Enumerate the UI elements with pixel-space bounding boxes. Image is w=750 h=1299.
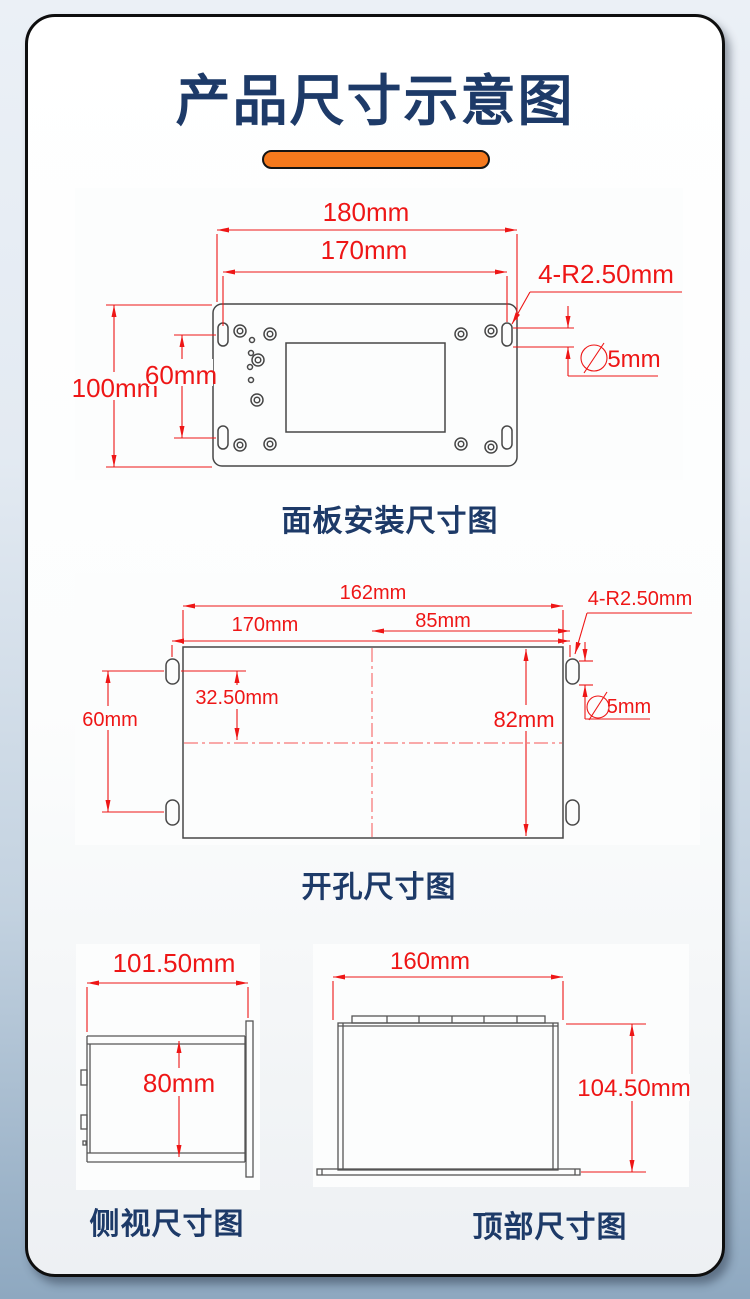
- cutout-corner-leader: [574, 612, 588, 655]
- panel-corner-leader: [511, 291, 531, 325]
- diameter-symbol: [586, 695, 610, 719]
- top-bottom-flange: [316, 1168, 581, 1176]
- cutout-slot-offset-dim: 32.50mm: [195, 687, 278, 709]
- panel-corner-radius-dim: 4-R2.50mm: [538, 259, 674, 289]
- panel-screw-holes: [233, 324, 498, 454]
- cutout-width-half-dim: 85mm: [415, 610, 471, 632]
- cutout-width-slots-dim: 170mm: [232, 614, 299, 636]
- top-drawing-patch: [313, 944, 689, 1187]
- top-terminal-strip: [351, 1015, 546, 1024]
- panel-small-hole-pattern: [246, 336, 265, 407]
- display-cutout: [285, 342, 446, 433]
- side-width-dim: 101.50mm: [113, 948, 236, 978]
- cutout-height-inner-dim: 82mm: [493, 707, 554, 732]
- top-height-dim: 104.50mm: [577, 1075, 690, 1102]
- title-divider: [262, 150, 490, 169]
- panel-height-slots-dim: 60mm: [145, 360, 217, 390]
- top-view-drawing: 160mm 104.50mm: [316, 948, 691, 1176]
- panel-slot-diameter-dim: 5mm: [607, 346, 660, 373]
- cutout-caption: 开孔尺寸图: [301, 871, 457, 904]
- cutout-slot-diameter-dim: 5mm: [607, 696, 651, 718]
- side-front-flange: [245, 1020, 254, 1178]
- panel-mounting-slots: [217, 322, 513, 450]
- side-rear-tab: [80, 1069, 88, 1086]
- cutout-width-outer-dim: 162mm: [340, 582, 407, 604]
- cutout-corner-radius-dim: 4-R2.50mm: [588, 588, 692, 610]
- panel-height-outer-dim: 100mm: [72, 373, 159, 403]
- panel-mount-drawing: 180mm 170mm 100mm 60mm 4-R2.50mm: [72, 197, 682, 468]
- cutout-drawing: 162mm 85mm 170mm 60mm 32.50mm 82mm 4-R2.…: [82, 582, 692, 839]
- cutout-height-slots-dim: 60mm: [82, 709, 138, 731]
- panel-drawing-patch: [75, 188, 683, 480]
- side-caption: 侧视尺寸图: [89, 1208, 245, 1241]
- side-rear-tab: [80, 1114, 88, 1130]
- top-caption: 顶部尺寸图: [472, 1211, 628, 1244]
- panel-width-slots-dim: 170mm: [321, 235, 408, 265]
- diameter-symbol: [580, 344, 608, 372]
- cutout-outline: [182, 646, 564, 839]
- side-height-dim: 80mm: [143, 1068, 215, 1098]
- panel-width-outer-dim: 180mm: [323, 197, 410, 227]
- panel-caption: 面板安装尺寸图: [281, 505, 499, 538]
- page-title: 产品尺寸示意图: [175, 70, 575, 132]
- cutout-mounting-slots: [165, 658, 580, 826]
- side-view-drawing: 101.50mm 80mm: [80, 948, 254, 1178]
- top-width-dim: 160mm: [390, 948, 470, 975]
